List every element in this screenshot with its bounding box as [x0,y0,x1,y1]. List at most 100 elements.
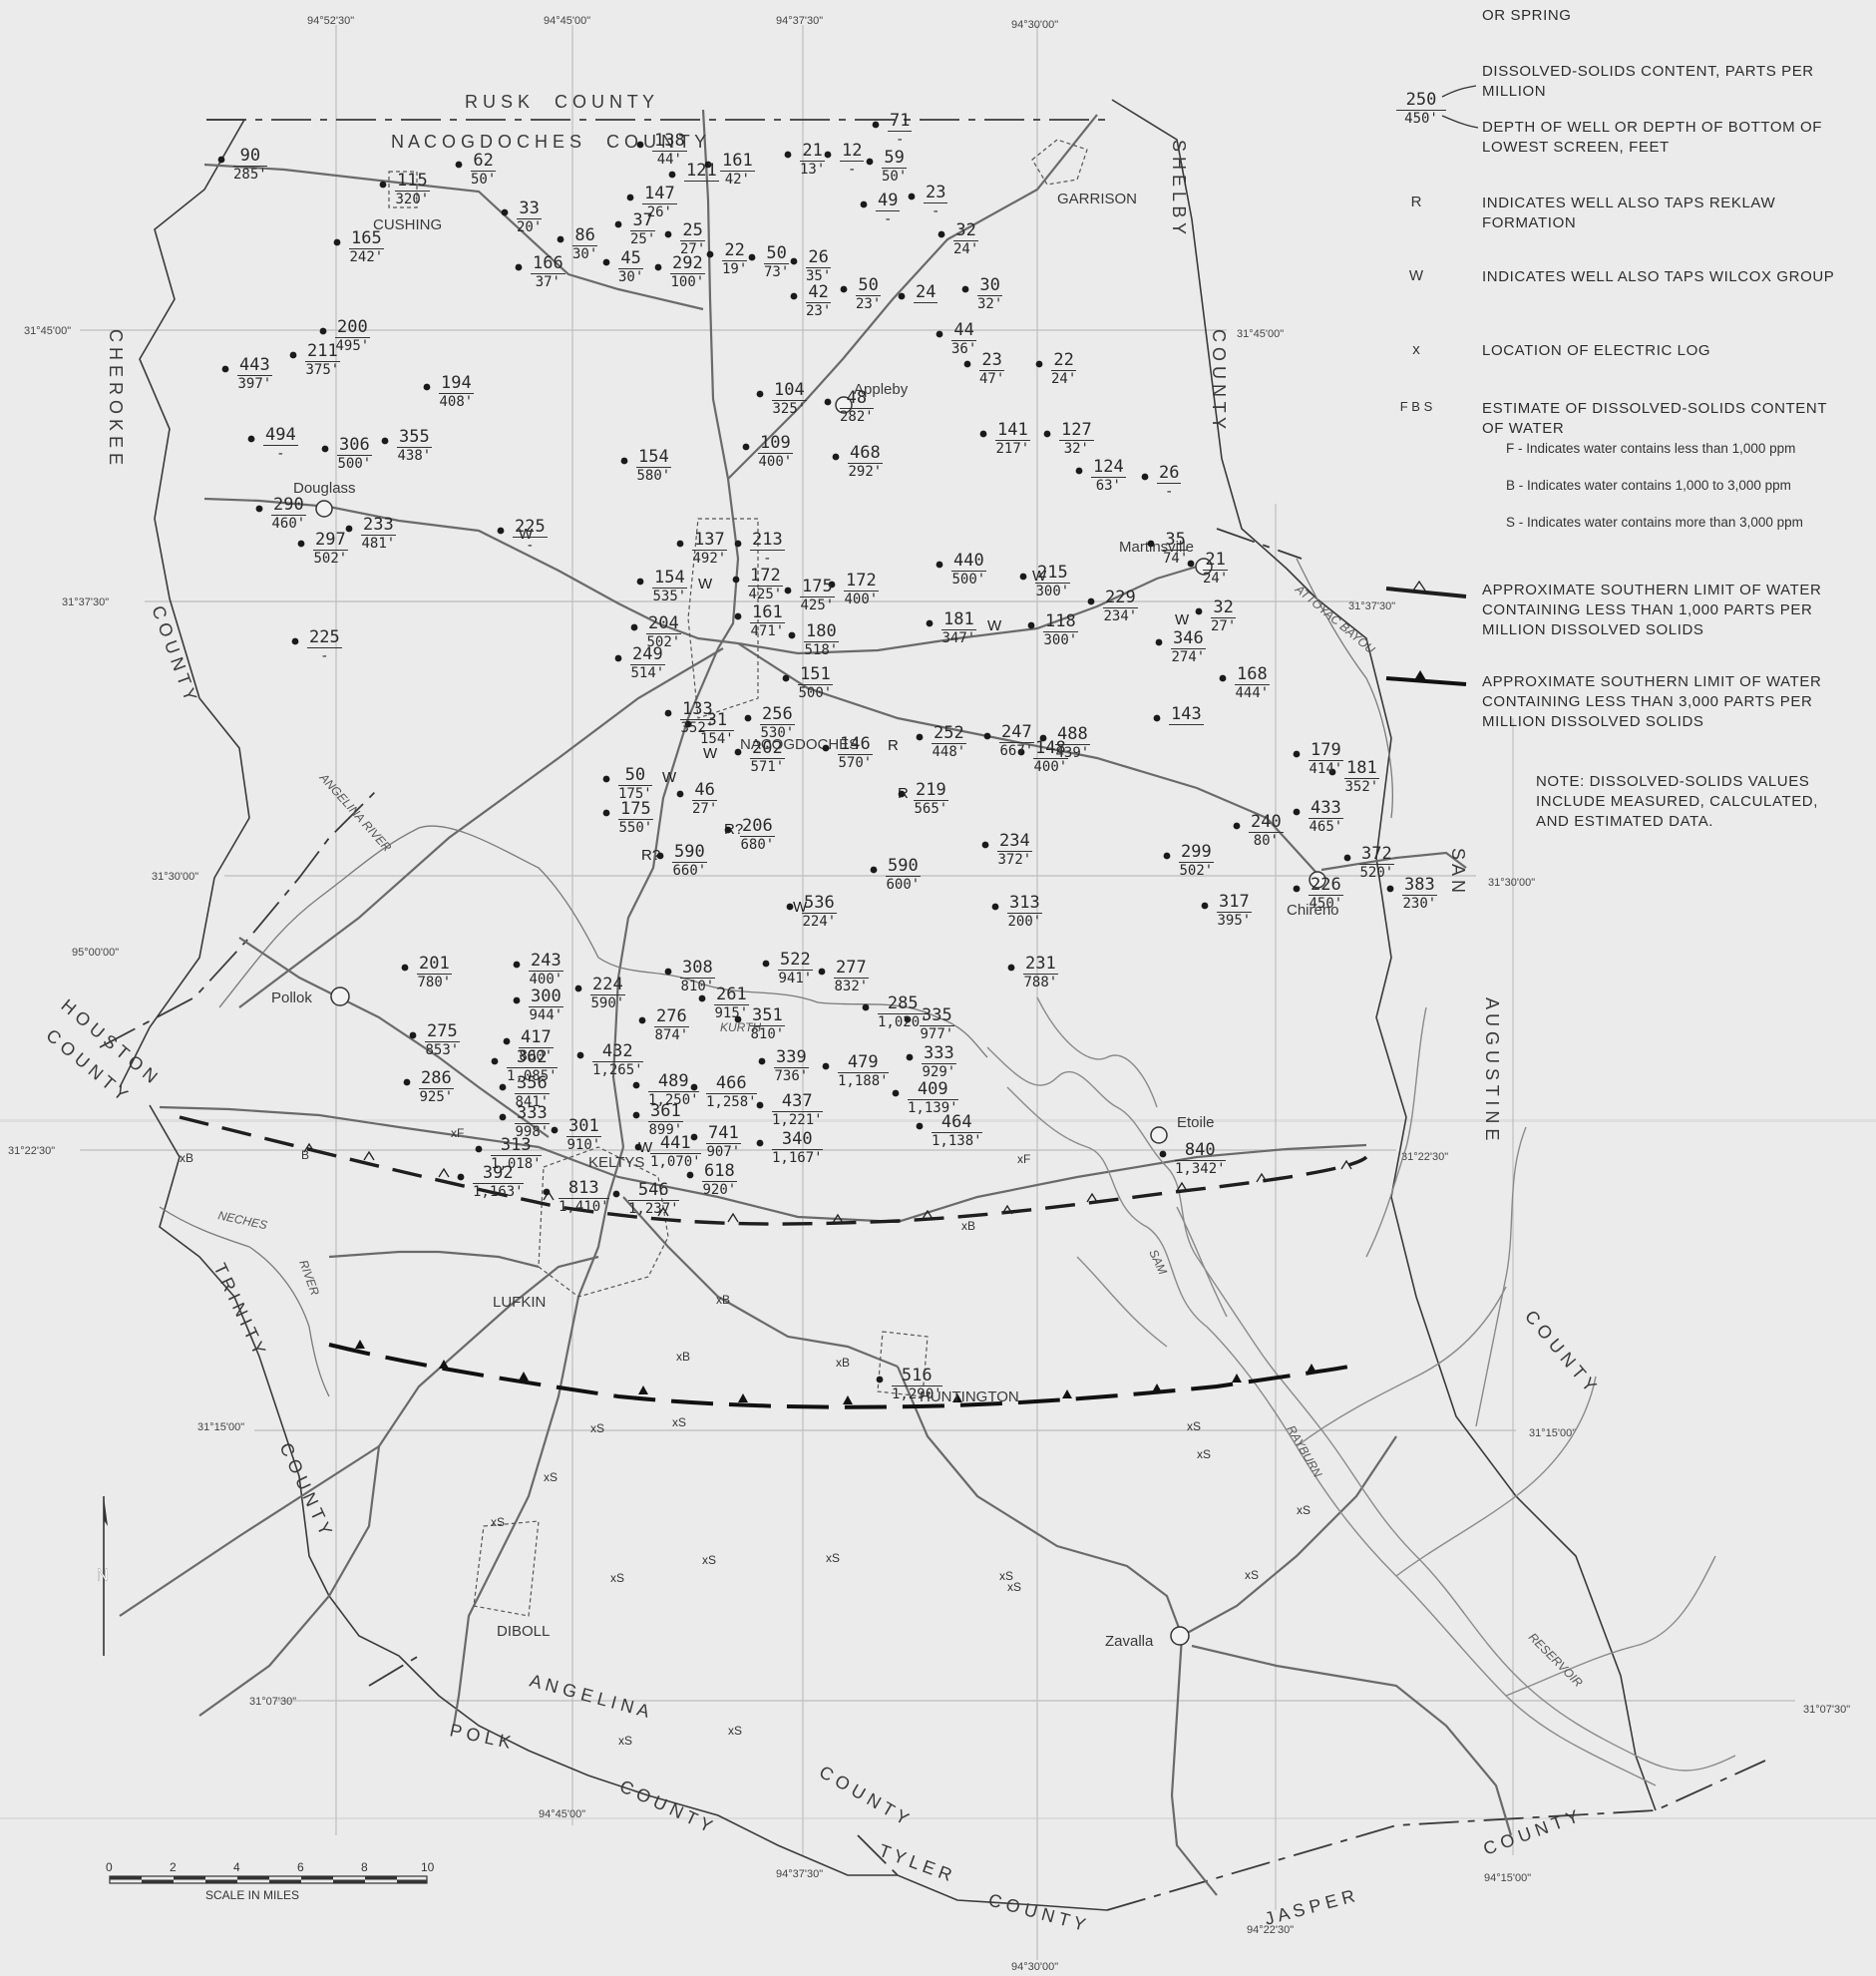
well-dot [786,903,794,911]
well-depth: 1,250' [648,1092,699,1108]
well-dissolved-solids: 333 [515,1103,550,1124]
well-depth: 24' [1051,371,1077,387]
well-dissolved-solids: 256 [760,704,795,725]
well-depth: 24' [1203,571,1229,587]
lat-left-2: 31°37'30" [62,596,109,608]
well-depth: 929' [922,1064,956,1080]
log-xS-2: xS [672,1415,686,1429]
log-xS-12: xS [1007,1580,1021,1594]
roads [119,109,1513,1896]
well-depth: 841' [515,1094,550,1110]
well-label: 12- [840,141,865,178]
well-dot [1293,885,1301,893]
well-dissolved-solids: 23 [979,350,1005,371]
well-dot [734,1015,742,1023]
well-depth: 292' [848,464,883,480]
legend-x-symbol: x [1412,341,1420,358]
well-dot [321,445,329,453]
well-label: 225- [307,627,342,664]
well-dissolved-solids: 151 [798,664,833,685]
well-dissolved-solids: 204 [646,613,681,634]
well-dissolved-solids: 86 [572,225,598,246]
well-dissolved-solids: 118 [1043,611,1078,632]
well-dissolved-solids: 26 [1157,463,1182,484]
well-dot [906,1053,914,1061]
well-depth: 395' [1217,913,1252,929]
well-dissolved-solids: 109 [758,433,793,454]
legend-sample-value: 250 [1396,90,1446,111]
well-dissolved-solids: 202 [750,738,785,759]
well-dissolved-solids: 168 [1235,664,1270,685]
well-depth: - [848,162,857,178]
well-dissolved-solids: 546 [628,1180,679,1201]
well-dot [872,121,880,129]
well-dot [289,351,297,359]
well-depth: 907' [706,1144,741,1160]
scale-tick-4: 4 [233,1860,240,1874]
well-dissolved-solids: 211 [305,341,340,362]
well-dot [1343,854,1351,862]
well-dot [423,383,431,391]
well-dot [614,220,622,228]
town-pollok: Pollok [271,989,312,1006]
well-dot [828,581,836,589]
well-dot [503,1037,511,1045]
lat-right-1: 31°45'00" [1237,328,1284,340]
well-dot [602,258,610,266]
town-labels: CUSHING GARRISON Appleby Douglass Martin… [271,191,1339,1650]
well-dissolved-solids: 356 [515,1073,550,1094]
well-depth: 680' [740,837,775,853]
limit-3000ppm-ticks [355,1340,1316,1404]
log-xB-5: xB [676,1350,690,1364]
well-dot [1163,852,1171,860]
legend-f-text: F - Indicates water contains less than 1… [1506,441,1796,456]
well-dissolved-solids: 333 [922,1043,956,1064]
well-depth: 47' [979,371,1005,387]
well-depth: 1,085' [507,1068,558,1084]
well-dot [756,1101,764,1109]
well-dissolved-solids: 22 [722,240,748,261]
well-dissolved-solids: 37 [630,210,656,231]
well-dot [1155,638,1163,646]
well-depth: 832' [834,979,869,994]
well-dot [379,181,387,189]
cherokee-label: C H E R O K E E [106,329,126,465]
well-dot [403,1078,411,1086]
well-depth: 495' [335,338,370,354]
well-dissolved-solids: 50 [764,243,790,264]
well-depth: 439' [1055,745,1090,761]
log-xS-15: xS [618,1734,632,1748]
augustine-label: A U G U S T I N E [1482,997,1502,1140]
well-dissolved-solids: 335 [920,1005,954,1026]
well-dot [822,1062,830,1070]
well-dissolved-solids: 277 [834,958,869,979]
well-dot [513,996,521,1004]
well-dissolved-solids: 409 [908,1079,958,1100]
legend-w-symbol: W [1408,267,1424,284]
well-depth: 100' [670,274,705,290]
well-depth: 570' [838,755,873,771]
well-depth: 500' [951,572,986,588]
